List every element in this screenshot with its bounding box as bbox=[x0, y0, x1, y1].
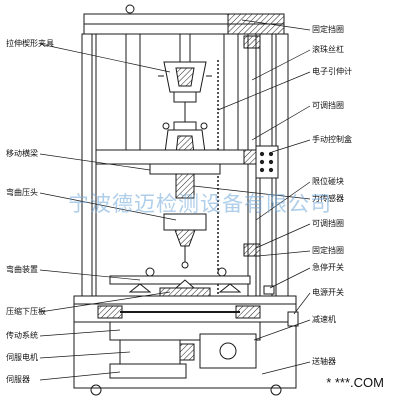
label-servo-motor: 伺服电机 bbox=[6, 353, 38, 362]
label-compression-platen: 压缩下压板 bbox=[6, 307, 46, 316]
label-moving-crosshead: 移动横梁 bbox=[6, 149, 38, 158]
speed-reducer bbox=[199, 333, 257, 369]
bending-fixture bbox=[109, 275, 251, 285]
label-transmission-system: 传动系统 bbox=[6, 331, 38, 340]
cabinet bbox=[73, 321, 297, 389]
label-limit-stop-block: 限位碰块 bbox=[312, 177, 344, 186]
label-bending-head: 弯曲压头 bbox=[6, 188, 38, 197]
label-hand-control-box: 手动控制盒 bbox=[312, 135, 352, 144]
label-adjustable-retaining-ring-bottom: 可调挡圈 bbox=[312, 219, 344, 228]
watermark-text: 宁波德迈检测设备有限公司 bbox=[68, 192, 332, 216]
label-speed-reducer: 减速机 bbox=[312, 315, 336, 324]
servo-driver bbox=[109, 363, 187, 379]
caster-right bbox=[270, 384, 282, 396]
emergency-stop bbox=[263, 285, 275, 295]
label-adjustable-retaining-ring-top: 可调挡圈 bbox=[312, 101, 344, 110]
label-fixed-retaining-ring-bottom: 固定挡圈 bbox=[312, 246, 344, 255]
left-column bbox=[81, 33, 93, 297]
label-electronic-extensometer: 电子引伸计 bbox=[312, 67, 352, 76]
power-switch bbox=[287, 311, 299, 327]
label-bending-fixture: 弯曲装置 bbox=[6, 265, 38, 274]
site-watermark: * ***.COM bbox=[326, 375, 384, 390]
label-load-cell: 力传感器 bbox=[312, 194, 344, 203]
label-fixed-retaining-ring-top: 固定挡圈 bbox=[312, 25, 344, 34]
caster-left bbox=[90, 384, 102, 396]
top-knob bbox=[125, 4, 135, 14]
label-tensile-wedge-grip: 拉伸楔形夹具 bbox=[6, 39, 54, 48]
label-shaft-feeder: 送轴器 bbox=[312, 357, 336, 366]
label-emergency-stop: 急停开关 bbox=[312, 263, 344, 272]
upper-grip-stem bbox=[179, 33, 191, 63]
label-ball-screw: 滚珠丝杠 bbox=[312, 45, 344, 54]
label-servo-driver: 伺服器 bbox=[6, 375, 30, 384]
ball-screw bbox=[247, 33, 257, 297]
label-power-switch: 电源开关 bbox=[312, 288, 344, 297]
